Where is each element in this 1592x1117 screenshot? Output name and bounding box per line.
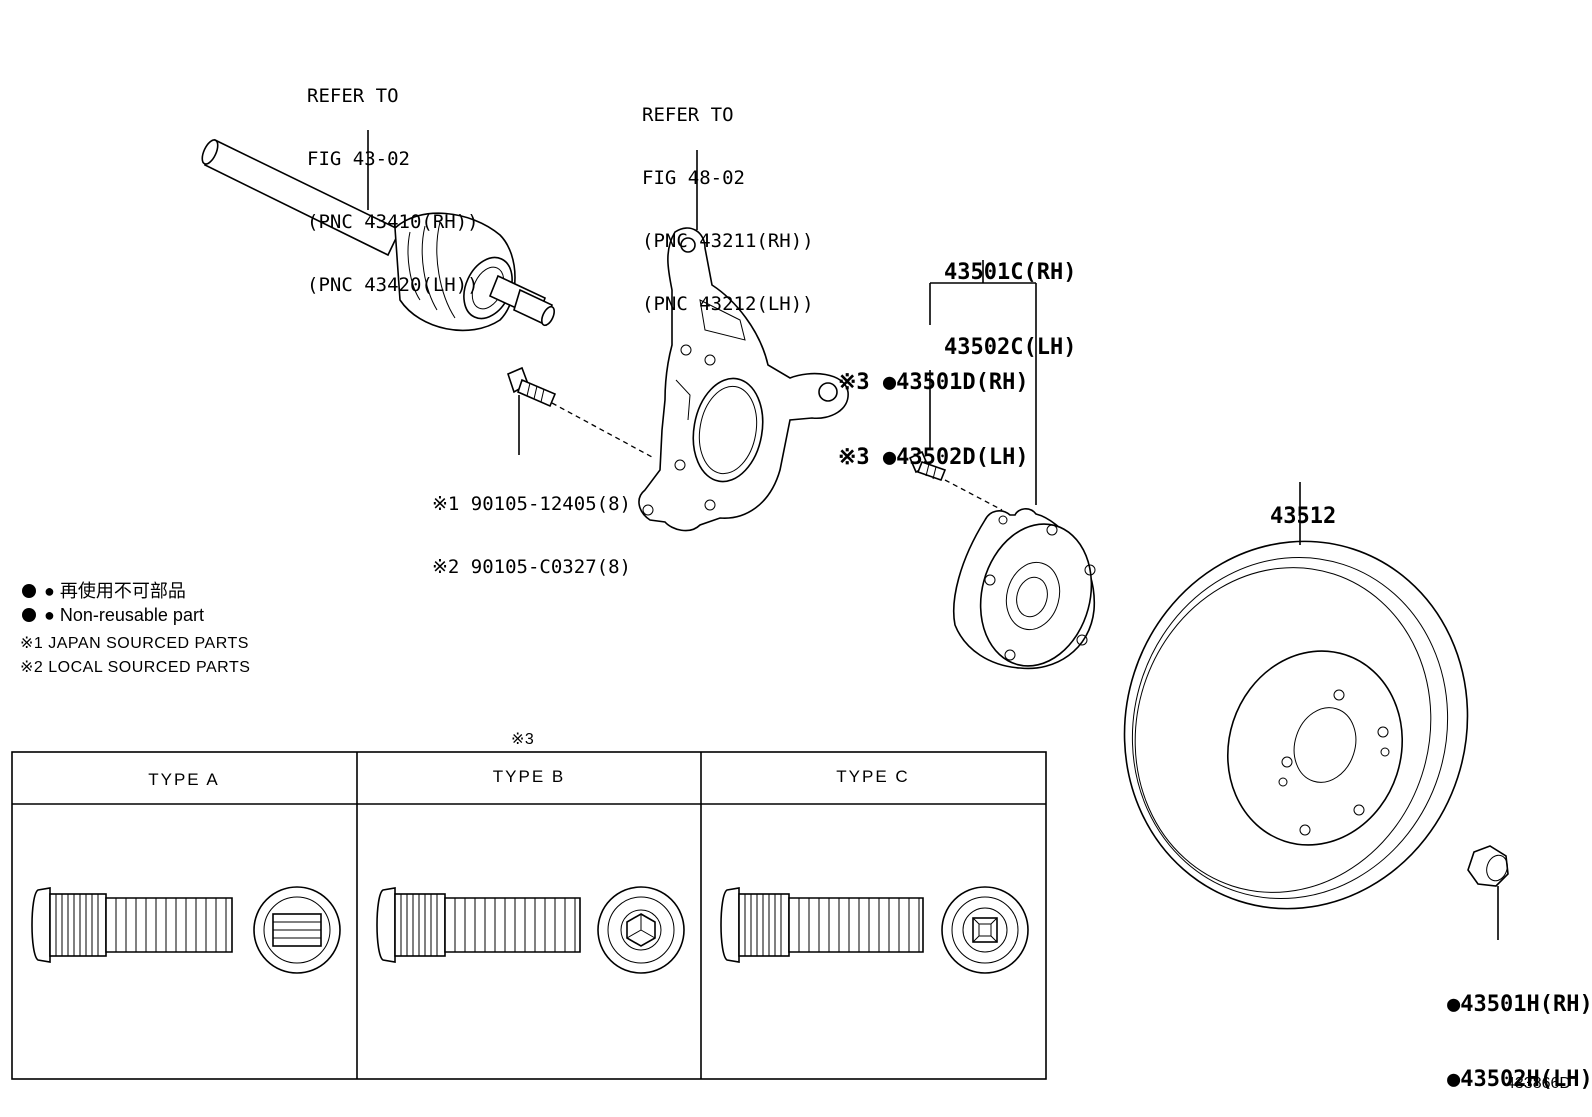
brake-disc-drawing: [1123, 540, 1469, 910]
legend-non-reusable-jp: ● 再使用不可部品: [44, 581, 186, 601]
knuckle-bolt-dashed-line: [551, 402, 653, 458]
hub-nut-callout: ●43501H(RH) ●43502H(LH): [1447, 942, 1592, 1117]
drive-shaft-callout: REFER TO FIG 43-02 (PNC 43410(RH)) (PNC …: [307, 44, 479, 317]
type-table-frame: [11, 751, 1047, 1080]
hub-bolt-callout: ※3 ●43501D(RH) ※3 ●43502D(LH): [838, 320, 1029, 495]
type-a-header: TYPE A: [148, 770, 220, 789]
hub-nut-line-1: ●43501H(RH): [1447, 992, 1592, 1017]
hub-bearing-drawing: [952, 508, 1096, 670]
knuckle-line-4: (PNC 43212(LH)): [642, 293, 814, 315]
figure-code: 433866D: [1506, 1075, 1571, 1092]
knuckle-bolt-callout: ※1 90105-12405(8) ※2 90105-C0327(8): [432, 452, 631, 599]
knuckle-line-3: (PNC 43211(RH)): [642, 230, 814, 252]
knuckle-line-2: FIG 48-02: [642, 167, 745, 189]
hub-bolt-drawing: [908, 450, 947, 482]
steering-knuckle-drawing: [638, 227, 849, 532]
type-a-stud-drawing: [31, 887, 233, 963]
hub-nut-line-2: ●43502H(LH): [1447, 1067, 1592, 1092]
legend-bullet-2: [22, 608, 36, 622]
hub-bolt-dashed-line: [944, 479, 1003, 511]
type-c-stud-drawing: [720, 887, 924, 963]
drive-shaft-line-3: (PNC 43410(RH)): [307, 211, 479, 233]
type-b-head-drawing: [597, 886, 685, 974]
type-table-note: ※3: [511, 731, 535, 748]
knuckle-bolt-drawing: [507, 366, 557, 408]
knuckle-bolt-line-1: ※1 90105-12405(8): [432, 493, 631, 515]
type-c-head-drawing: [941, 886, 1029, 974]
type-b-header: TYPE B: [492, 767, 566, 786]
knuckle-callout: REFER TO FIG 48-02 (PNC 43211(RH)) (PNC …: [642, 63, 814, 336]
legend-local-sourced: ※2 LOCAL SOURCED PARTS: [20, 659, 251, 676]
drive-shaft-drawing: [201, 138, 555, 332]
legend-japan-sourced: ※1 JAPAN SOURCED PARTS: [20, 635, 249, 652]
type-a-head-drawing: [253, 886, 341, 974]
type-c-header: TYPE C: [836, 767, 910, 786]
drive-shaft-line-1: REFER TO: [307, 85, 399, 107]
hub-nut-drawing: [1467, 845, 1509, 887]
legend-non-reusable-en: ● Non-reusable part: [44, 605, 204, 625]
knuckle-line-1: REFER TO: [642, 104, 734, 126]
brake-disc-label: 43512: [1270, 504, 1337, 529]
brake-disc-callout: 43512: [1270, 454, 1336, 554]
hub-assy-line-2: 43502C(LH): [944, 335, 1077, 360]
drive-shaft-line-2: FIG 43-02: [307, 148, 410, 170]
drive-shaft-line-4: (PNC 43420(LH)): [307, 274, 479, 296]
hub-bolt-line-1: ※3 ●43501D(RH): [838, 370, 1029, 395]
type-b-stud-drawing: [376, 887, 581, 963]
hub-bolt-line-2: ※3 ●43502D(LH): [838, 445, 1029, 470]
hub-assy-line-1: 43501C(RH): [944, 260, 1077, 285]
legend-bullet-1: [22, 584, 36, 598]
hub-assy-callout: 43501C(RH) 43502C(LH): [944, 210, 1076, 385]
knuckle-bolt-line-2: ※2 90105-C0327(8): [432, 556, 631, 578]
